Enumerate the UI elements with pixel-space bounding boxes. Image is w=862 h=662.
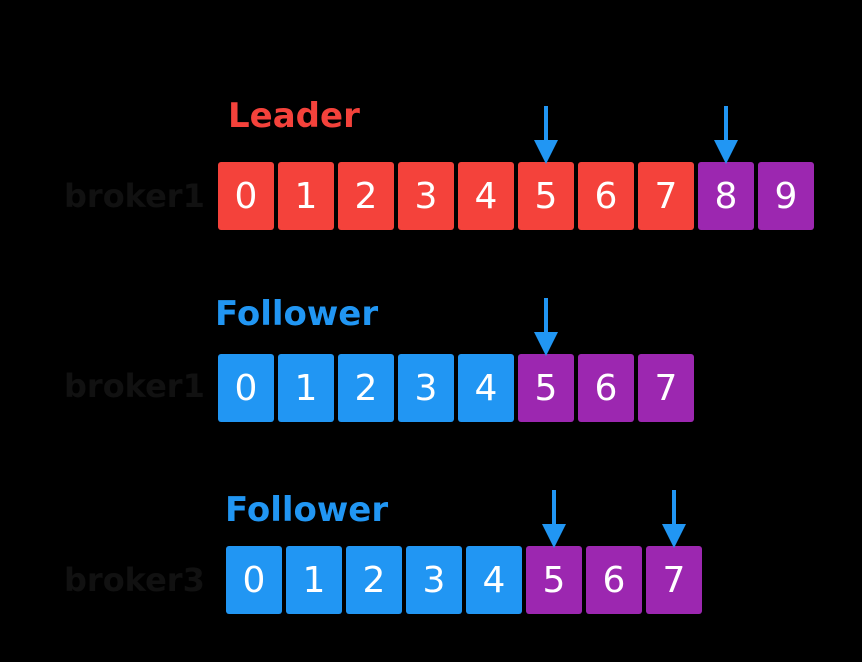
log-cell: 6 [578,354,634,422]
log-cell: 9 [758,162,814,230]
log-cell: 1 [278,162,334,230]
log-cell: 2 [338,354,394,422]
log-cell: 4 [466,546,522,614]
log-cell: 5 [518,354,574,422]
log-cell: 1 [286,546,342,614]
log-cell: 3 [398,162,454,230]
broker-label-1: broker1 [64,177,205,215]
pointer-arrow-icon [714,106,738,164]
log-cell: 6 [586,546,642,614]
log-cell: 7 [638,162,694,230]
log-cell: 5 [526,546,582,614]
leader-title: Leader [228,96,360,136]
pointer-arrow-icon [662,490,686,548]
log-cell: 3 [398,354,454,422]
log-cell: 4 [458,354,514,422]
pointer-arrow-icon [534,106,558,164]
log-cell: 8 [698,162,754,230]
log-cell: 6 [578,162,634,230]
follower-title-1: Follower [215,294,379,334]
log-cell: 3 [406,546,462,614]
log-cell: 7 [646,546,702,614]
log-cell: 1 [278,354,334,422]
log-cell: 0 [218,354,274,422]
log-cell: 5 [518,162,574,230]
log-cell: 2 [338,162,394,230]
log-cell: 4 [458,162,514,230]
log-cell: 0 [226,546,282,614]
log-cell: 2 [346,546,402,614]
broker-label-2: broker1 [64,367,205,405]
pointer-arrow-icon [534,298,558,356]
log-cell: 7 [638,354,694,422]
follower-title-2: Follower [225,490,389,530]
broker-label-3: broker3 [64,561,205,599]
pointer-arrow-icon [542,490,566,548]
log-cell: 0 [218,162,274,230]
